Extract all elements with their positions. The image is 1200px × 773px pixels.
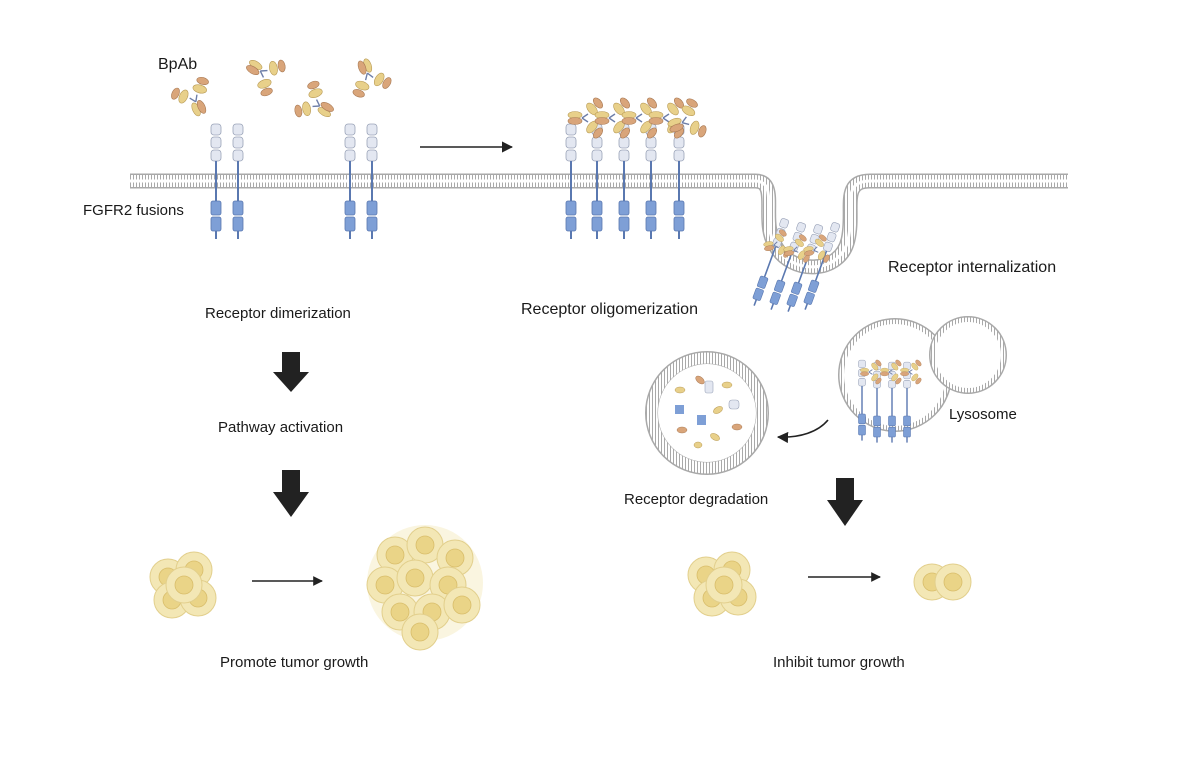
cell-membrane [130,173,1068,275]
arrow-to-degradation [776,419,829,444]
label-fgfr2-fusions: FGFR2 fusions [83,202,184,219]
label-pathway-activation: Pathway activation [218,419,344,436]
block-arrow-1 [273,352,309,392]
label-promote-tumor-growth: Promote tumor growth [220,654,369,671]
tumor-cluster-small-left [149,551,217,619]
label-receptor-dimerization: Receptor dimerization [205,305,351,322]
label-receptor-internalization: Receptor internalization [888,259,1057,276]
label-receptor-oligomerization: Receptor oligomerization [521,301,698,318]
label-bpab: BpAb [158,56,198,73]
label-inhibit-tumor-growth: Inhibit tumor growth [773,654,905,671]
receptor-oligomer [565,93,712,240]
degradation-vesicle [645,351,769,475]
label-lysosome: Lysosome [949,406,1017,423]
block-arrow-2 [273,470,309,517]
tumor-cluster-small-right [687,551,757,617]
tumor-cluster-large [366,525,483,651]
block-arrow-3 [827,478,863,526]
tumor-cells-remaining [913,563,972,601]
free-antibodies [165,44,397,133]
label-receptor-degradation: Receptor degradation [624,491,769,508]
endosome-lysosome [838,316,1007,444]
